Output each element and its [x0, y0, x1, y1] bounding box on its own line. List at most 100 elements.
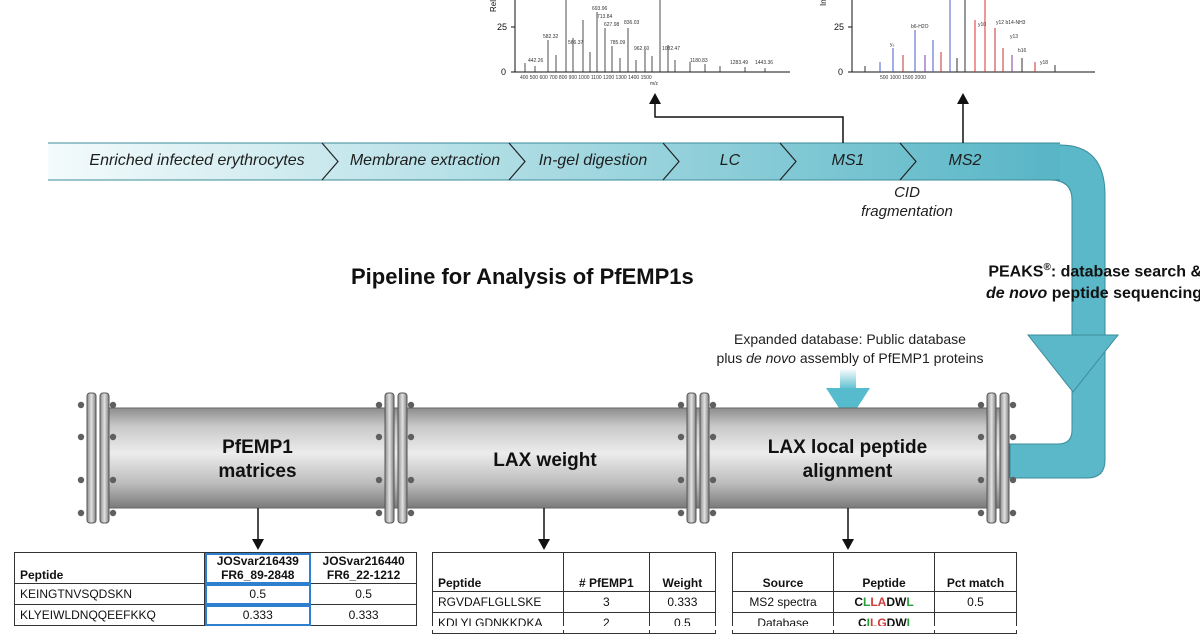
step-enriched-erythrocytes: Enriched infected erythrocytes [89, 152, 305, 169]
cid-line: CID [894, 184, 920, 201]
peaks-line-2: de novo peptide sequencing [880, 283, 1200, 305]
flange-bolt [677, 509, 685, 517]
flange-bolt [977, 476, 985, 484]
peptide-letter: D [886, 616, 896, 630]
database-note: Expanded database: Public database plus … [690, 330, 1010, 368]
table-cell: KDLYLGDNKKDKA [432, 612, 564, 634]
flange-bolt [1009, 476, 1017, 484]
peptide-letter: I [866, 616, 870, 630]
flange-bolt [1009, 509, 1017, 517]
svg-text:y12 b14-NH3: y12 b14-NH3 [996, 20, 1026, 26]
svg-text:b16: b16 [1018, 48, 1027, 54]
workflow-band [48, 142, 1060, 181]
svg-text:627.98: 627.98 [604, 22, 620, 28]
table-cell: 0.5 [310, 583, 417, 605]
pipe-section-matrices-line-1: PfEMP1 [222, 437, 293, 458]
svg-text:y₅: y₅ [890, 42, 895, 48]
svg-text:b6-H2O: b6-H2O [911, 24, 929, 30]
pipe-section-alignment-line-1: LAX local peptide [767, 437, 928, 458]
step-ms1: MS1 [831, 152, 865, 169]
blue-flow-tube [1009, 144, 1120, 479]
flange-bolt [407, 433, 415, 441]
peptide-letter: C [857, 616, 867, 630]
ms2-tick-0: 0 [838, 67, 843, 77]
pipe-section-alignment-line-2: alignment [802, 461, 893, 482]
table-row: MS2 spectra CLLADWL 0.5 [732, 591, 1017, 613]
alignment-table: Source Peptide Pct match MS2 spectra CLL… [732, 552, 1017, 634]
table-header: Weight [648, 552, 717, 592]
flange-bolt [677, 476, 685, 484]
database-note-pre: plus [716, 350, 747, 366]
cid-fragmentation-label: CID fragmentation [852, 183, 962, 221]
database-note-line-2: plus de novo assembly of PfEMP1 proteins [690, 349, 1010, 368]
flange-bolt [77, 401, 85, 409]
table-row: KLYEIWLDNQQEEFKKQ 0.333 0.333 [13, 604, 417, 626]
svg-text:693.96: 693.96 [592, 6, 608, 12]
table-cell: Database [732, 612, 834, 634]
colored-peptide: CLLADWL [833, 591, 935, 613]
database-note-de-novo: de novo [746, 350, 796, 366]
peptide-letter: D [886, 595, 896, 609]
pipe-section-matrices-line-2: matrices [218, 461, 297, 482]
svg-text:m/z: m/z [650, 81, 659, 87]
svg-text:566.37: 566.37 [568, 40, 584, 46]
peptide-letter: L [869, 616, 878, 630]
table-cell: KLYEIWLDNQQEEFKKQ [13, 604, 206, 626]
ms2-y-axis-label: In [819, 0, 828, 6]
table-cell: 0.333 [204, 604, 312, 626]
svg-text:y18: y18 [1040, 60, 1048, 66]
table-header: Pct match [934, 552, 1017, 592]
flange-bolt [375, 476, 383, 484]
flange-bolt [375, 401, 383, 409]
ms1-y-axis-label: Relat [489, 0, 498, 12]
page-title: Pipeline for Analysis of PfEMP1s [351, 264, 694, 289]
table-header-row: Source Peptide Pct match [732, 552, 1017, 592]
step-ms2: MS2 [948, 152, 982, 169]
table-cell: KEINGTNVSQDSKN [13, 583, 206, 605]
flange-bolt [1009, 433, 1017, 441]
table-header: Peptide [432, 552, 564, 592]
ms2-tick-25: 25 [834, 22, 844, 32]
peaks-line-1: PEAKS®: database search & [880, 257, 1200, 283]
table-header: Peptide [13, 552, 206, 584]
fragmentation-line: fragmentation [861, 203, 953, 220]
peptide-letter: L [862, 595, 871, 609]
svg-text:1180.83: 1180.83 [690, 58, 708, 64]
peptide-letter: A [877, 595, 887, 609]
table-cell: MS2 spectra [732, 591, 834, 613]
pipe-flange [677, 392, 717, 524]
ms1-tick-0: 0 [501, 67, 506, 77]
ms1-spectrum: 582.32 693.96 713.84 566.37 627.98 785.0… [511, 0, 790, 87]
header-line: FR6_22-1212 [326, 568, 401, 582]
pipe-flange [375, 392, 415, 524]
table-header-row: Peptide # PfEMP1 Weight [432, 552, 717, 592]
flange-bolt [375, 433, 383, 441]
flange-bolt [977, 401, 985, 409]
flange-bolt [375, 509, 383, 517]
flange-bolt [709, 476, 717, 484]
table-cell: 0.333 [310, 604, 417, 626]
flange-bolt [407, 509, 415, 517]
bottom-crop [0, 626, 1200, 630]
step-membrane-extraction: Membrane extraction [349, 152, 501, 169]
database-note-post: assembly of PfEMP1 proteins [795, 350, 984, 366]
svg-text:582.32: 582.32 [543, 34, 559, 40]
svg-text:y13: y13 [1010, 34, 1018, 40]
pipe-flange [77, 392, 117, 524]
ms2-spectrum: y₅ b6-H2O y10 y12 b14-NH3 y13 b16 y18 50… [848, 0, 1095, 81]
pipe-section-lax-weight-line-1: LAX weight [493, 450, 597, 471]
svg-text:785.09: 785.09 [610, 40, 626, 46]
table-cell: 3 [563, 591, 650, 613]
peptide-letter: W [895, 595, 907, 609]
svg-text:500 1000: 500 1000 1500 2000 [880, 75, 926, 81]
pipe-flange [977, 392, 1017, 524]
table-header: # PfEMP1 [563, 552, 650, 592]
database-arrow [826, 368, 870, 422]
table-row: Database CILGDWI [732, 612, 1017, 634]
table-row: KDLYLGDNKKDKA 2 0.5 [432, 612, 717, 634]
table-cell: 0.5 [648, 612, 717, 634]
peptide-letter: L [906, 595, 914, 609]
